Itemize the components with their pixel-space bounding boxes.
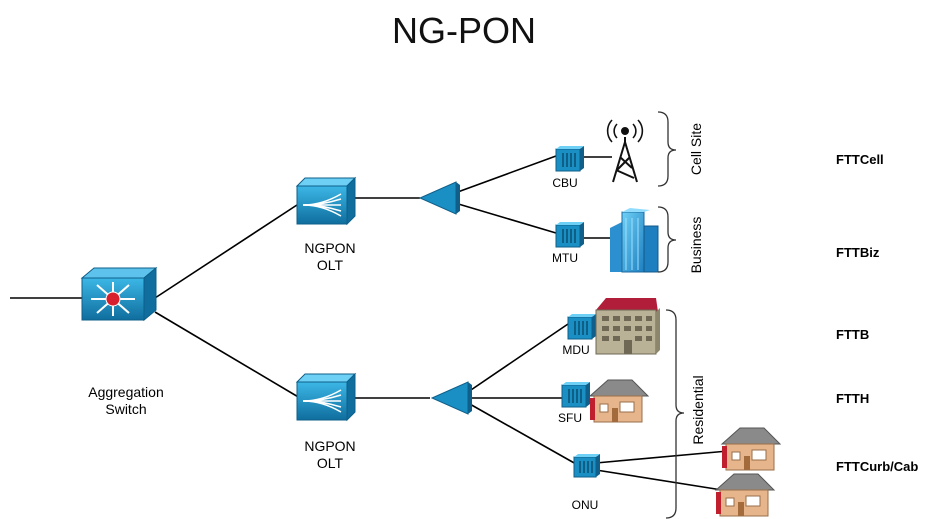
sfu-house-icon xyxy=(588,379,650,423)
olt-top-label: NGPON OLT xyxy=(290,240,370,274)
splitter-mtu-link xyxy=(454,202,557,234)
olt-bottom-label: NGPON OLT xyxy=(290,438,370,472)
page-title: NG-PON xyxy=(392,10,536,51)
business-brace xyxy=(657,206,677,273)
cell-site-brace xyxy=(657,111,677,187)
sfu-device-icon xyxy=(561,382,590,408)
olt-bottom-label-line1: NGPON xyxy=(304,438,356,454)
service-ftth: FTTH xyxy=(836,391,870,406)
olt-top-label-line2: OLT xyxy=(316,257,344,273)
business-building-icon xyxy=(610,208,659,273)
business-label: Business xyxy=(688,216,704,274)
service-fttb: FTTB xyxy=(836,327,870,342)
mtu-label: MTU xyxy=(552,251,578,265)
switch-olt-top-link xyxy=(154,202,301,299)
onu-house2-link xyxy=(595,469,723,491)
cbu-label: CBU xyxy=(552,176,578,190)
house-icon-2 xyxy=(714,473,776,517)
sfu-label: SFU xyxy=(558,411,582,425)
aggregation-switch-label: Aggregation Switch xyxy=(88,384,164,417)
service-fttcurb-cab: FTTCurb/Cab xyxy=(836,459,919,474)
onu-label: ONU xyxy=(571,498,599,512)
onu-device-icon xyxy=(573,454,600,478)
cell-tower-icon xyxy=(606,119,644,183)
splitter-top-icon xyxy=(418,181,460,215)
mdu-device-icon xyxy=(567,314,596,340)
mtu-device-icon xyxy=(555,222,584,248)
residential-label: Residential xyxy=(690,375,706,445)
house-icon-1 xyxy=(720,427,782,471)
splitter-onu-link xyxy=(467,402,577,465)
switch-olt-bottom-link xyxy=(154,311,301,399)
aggregation-switch-icon xyxy=(80,266,158,322)
splitter-cbu-link xyxy=(454,155,557,194)
mdu-label: MDU xyxy=(562,343,590,357)
olt-top-icon xyxy=(295,176,357,226)
olt-top-label-line1: NGPON xyxy=(304,240,356,256)
mdu-building-icon xyxy=(595,298,660,355)
residential-brace xyxy=(665,309,685,519)
splitter-mdu-link xyxy=(467,323,569,393)
cbu-device-icon xyxy=(555,146,584,172)
splitter-bottom-icon xyxy=(430,381,472,415)
braces xyxy=(657,111,685,519)
olt-bottom-label-line2: OLT xyxy=(316,455,344,471)
cell-site-label: Cell Site xyxy=(688,122,704,176)
olt-bottom-icon xyxy=(295,372,357,422)
service-fttbiz: FTTBiz xyxy=(836,245,880,260)
service-fttcell: FTTCell xyxy=(836,152,884,167)
links xyxy=(10,155,729,491)
onu-house1-link xyxy=(595,450,729,464)
